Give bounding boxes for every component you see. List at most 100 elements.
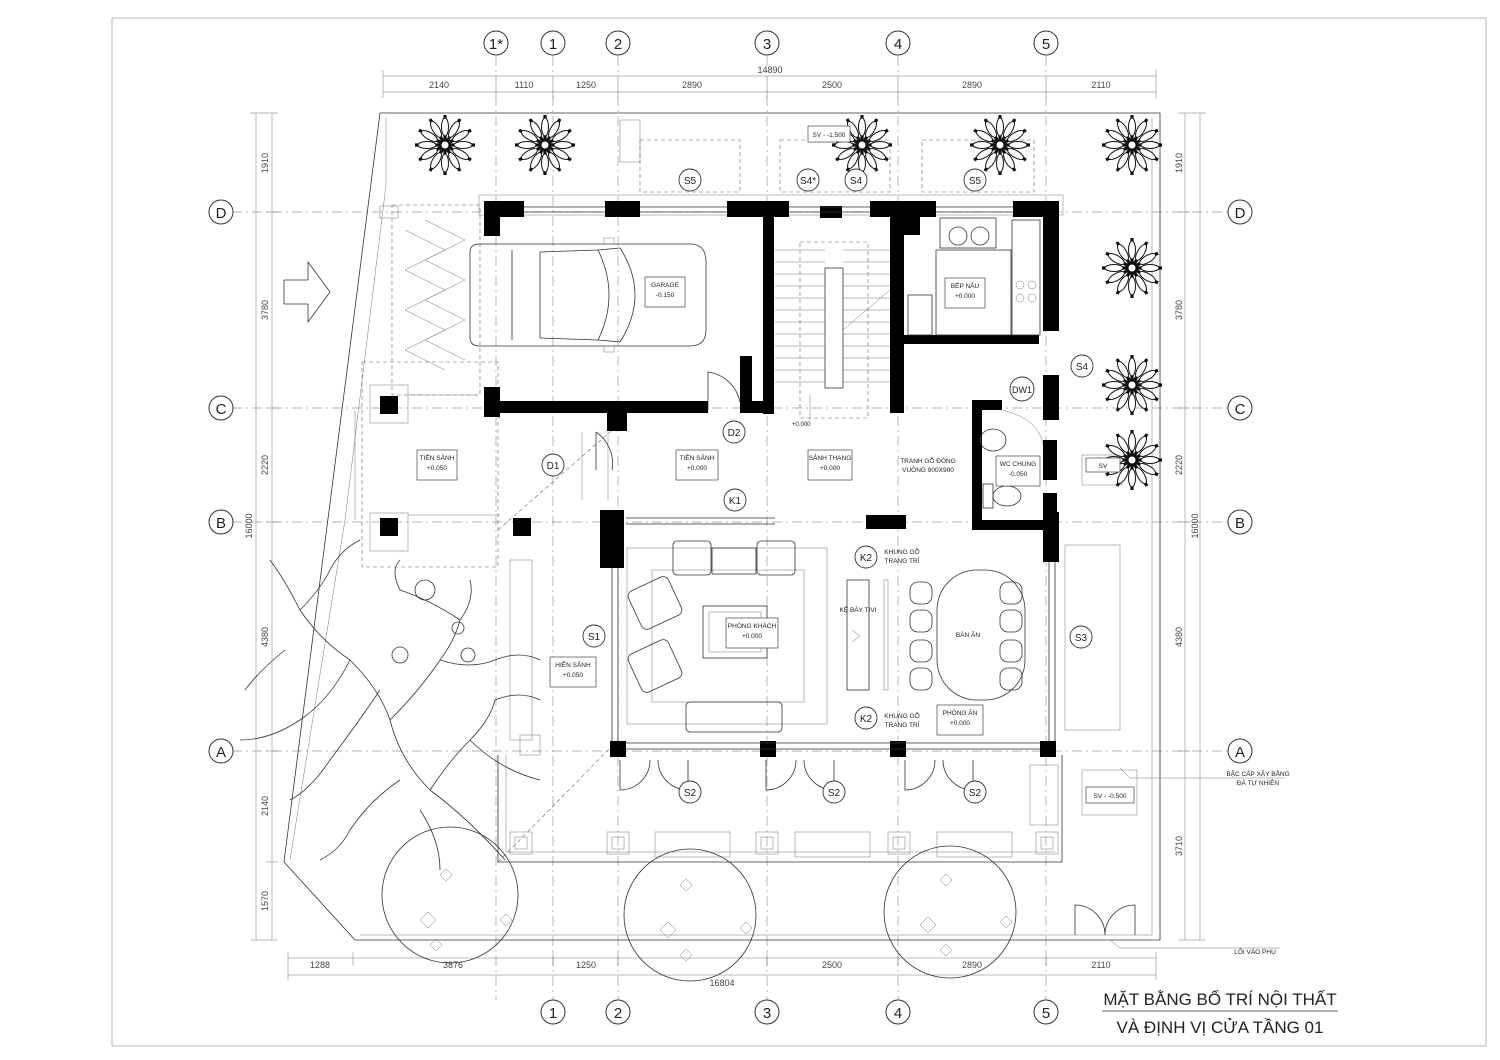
svg-text:4380: 4380 [260,627,270,647]
svg-text:5: 5 [1042,36,1050,53]
tag-s4-right: S4 [1076,362,1089,373]
note-frame-2a: KHUNG GỖ [884,711,919,720]
grid-column-bubbles-top: 1* 1 2 3 4 5 [483,30,1059,56]
svg-text:3710: 3710 [1174,836,1184,856]
room-name-foyer: TIỀN SẢNH [680,452,715,462]
svg-text:3: 3 [763,1005,771,1022]
kitchen-fixtures [907,217,1041,336]
svg-text:2890: 2890 [962,80,982,90]
tag-s4-top: S4 [850,176,863,187]
note-steps-2: ĐÁ TỰ NHIÊN [1237,778,1280,787]
tag-d2: D2 [728,428,741,439]
palm-tree-icon [415,115,475,175]
room-name-dining: PHÒNG ĂN [943,708,978,717]
svg-text:A: A [216,744,226,761]
room-name-entry-porch: TIỀN SẢNH [420,452,455,462]
dimensions-top: 14890 2140 1110 1250 2890 2500 2890 2110 [382,65,1157,98]
svg-text:3876: 3876 [443,960,463,970]
note-painting-2: VUÔNG 900X900 [902,465,954,474]
sheet-border [111,17,1487,1047]
title-line-1: MẶT BẰNG BỐ TRÍ NỘI THẤT [1103,989,1336,1009]
svg-text:3: 3 [763,36,771,53]
dining-furniture [909,569,1026,701]
note-steps-1: BẬC CẤP XÂY BẰNG [1226,768,1289,778]
tag-s5-right: S5 [969,176,982,187]
tag-s5-left: S5 [684,176,697,187]
svg-text:2: 2 [614,1005,622,1022]
palm-tree-icons [415,115,1162,490]
svg-text:1910: 1910 [1174,153,1184,173]
note-sv-top: SV - -1.500 [813,132,846,139]
svg-text:2110: 2110 [1091,960,1110,970]
room-name-garage: GARAGE [651,282,679,289]
stair-level-text: +0.000 [792,422,811,428]
room-level-stair-hall: +0.000 [820,465,840,472]
terrace-outline [478,194,1138,863]
walls [484,201,1059,757]
svg-text:C: C [216,401,227,418]
notes: TRANH GỖ ĐÔNG VUÔNG 900X900 KHUNG GỖ TRA… [807,125,1290,956]
grid-column-bubbles-bottom: 1 2 3 4 5 [540,999,1059,1025]
svg-text:16000: 16000 [244,513,254,538]
svg-text:2220: 2220 [1174,455,1184,475]
large-tree-icon [239,539,541,871]
tag-s3: S3 [1075,633,1088,644]
drawing-title: MẶT BẰNG BỐ TRÍ NỘI THẤT VÀ ĐỊNH VỊ CỬA … [1102,989,1338,1037]
entry-porch [354,361,531,568]
note-tv-shelf: KỆ BÀY TIVI [840,605,877,614]
svg-text:1: 1 [549,1005,557,1022]
room-level-foyer: +0.000 [687,465,707,472]
palm-tree-icon [970,115,1030,175]
grid-label-1star: 1* [489,36,503,53]
round-tree-icons [381,826,1017,982]
svg-text:2500: 2500 [822,960,842,970]
note-sv-bottom: SV - -0.500 [1094,793,1127,800]
palm-tree-icon [515,115,575,175]
svg-text:4380: 4380 [1174,627,1184,647]
svg-text:A: A [1235,744,1245,761]
room-level-dining: +0.000 [950,720,970,727]
svg-text:4: 4 [894,36,902,53]
svg-text:3780: 3780 [1174,300,1184,320]
svg-text:16000: 16000 [1190,513,1200,538]
tag-k1: K1 [729,496,742,507]
wc-fixtures [979,409,1044,509]
room-name-stair-hall: SẢNH THANG [809,453,852,462]
room-level-veranda: +0.050 [563,672,583,679]
stair: +0.000 [775,241,891,428]
tag-k2-top: K2 [860,553,873,564]
room-labels: GARAGE -0.150 BẾP NẤU +0.000 TIỀN SẢNH +… [416,276,1041,736]
svg-text:14890: 14890 [757,65,782,75]
dimensions-bottom: 1288 3876 1250 2500 2890 2110 16804 [287,952,1157,988]
svg-text:2890: 2890 [682,80,702,90]
title-line-2: VÀ ĐỊNH VỊ CỬA TẦNG 01 [1117,1018,1324,1037]
palm-tree-icon [1102,238,1162,298]
svg-text:1570: 1570 [260,891,270,911]
entrance-arrow-icon [283,260,331,324]
note-frame-1a: KHUNG GỖ [884,547,919,556]
svg-text:4: 4 [894,1005,902,1022]
grid-row-bubbles-left: D C B A [208,199,234,764]
svg-text:D: D [216,205,227,222]
tag-dw1: DW1 [1012,385,1032,395]
svg-text:2140: 2140 [429,80,449,90]
svg-text:2110: 2110 [1091,80,1110,90]
room-name-kitchen: BẾP NẤU [951,280,980,290]
note-frame-1b: TRANG TRÍ [885,556,920,565]
note-sv-right: SV [1099,463,1108,470]
room-level-wc: -0.050 [1009,471,1028,478]
room-level-garage: -0.150 [656,292,675,299]
svg-text:B: B [216,515,226,532]
tag-d1: D1 [547,461,560,472]
svg-text:1910: 1910 [260,153,270,173]
svg-text:C: C [1235,401,1246,418]
dimensions-right: 1910 3780 2220 4380 3710 16000 [1174,112,1206,941]
room-level-living: +0.000 [742,633,762,640]
note-side-entrance: LỐI VÀO PHỤ [1234,946,1276,956]
room-name-living: PHÒNG KHÁCH [728,621,777,630]
room-name-wc: WC CHUNG [1000,461,1036,468]
palm-tree-icon [1102,355,1162,415]
tag-s2-right: S2 [969,788,982,799]
room-level-entry-porch: +0.050 [427,465,447,472]
note-painting-1: TRANH GỖ ĐÔNG [900,456,956,465]
